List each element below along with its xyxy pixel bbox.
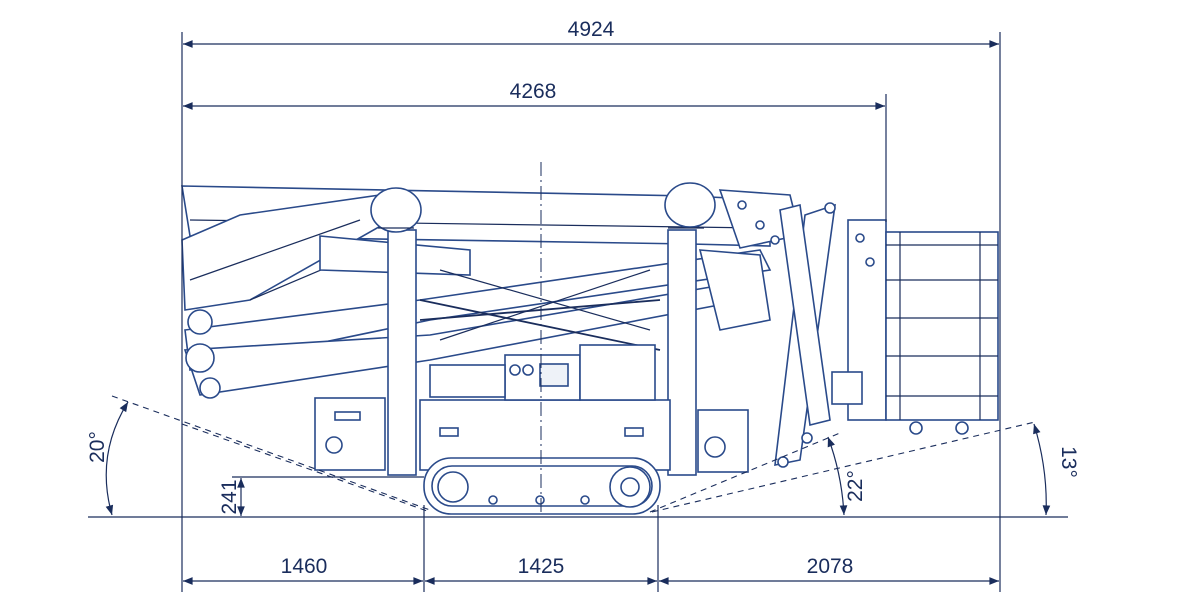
rear-departure-line bbox=[111, 395, 431, 511]
arc-front-approach bbox=[827, 436, 848, 516]
dimension-labels: 4924 4268 1460 1425 2078 241 20° 22° 13° bbox=[86, 18, 1080, 578]
label-basket-angle: 13° bbox=[1057, 446, 1080, 478]
arc-basket-angle bbox=[1033, 423, 1051, 516]
label-ground-clearance: 241 bbox=[218, 479, 241, 514]
upper-boom bbox=[181, 185, 771, 311]
label-front-approach-angle: 22° bbox=[844, 470, 867, 502]
basket bbox=[831, 219, 999, 435]
crawler-track bbox=[423, 457, 661, 515]
front-approach-line bbox=[649, 432, 841, 513]
dimension-lines bbox=[105, 40, 1051, 585]
label-overall-length: 4924 bbox=[568, 18, 615, 41]
lower-boom bbox=[183, 249, 772, 399]
scissor-braces bbox=[419, 249, 771, 351]
label-front-overhang: 2078 bbox=[807, 555, 854, 578]
arc-rear-departure bbox=[105, 401, 129, 516]
left-column bbox=[370, 187, 422, 476]
label-rear-overhang: 1460 bbox=[281, 555, 328, 578]
right-column bbox=[664, 182, 716, 476]
spider-lift-machine bbox=[181, 162, 999, 515]
label-track-length: 1425 bbox=[518, 555, 565, 578]
jib-arm bbox=[718, 189, 836, 468]
label-rear-departure-angle: 20° bbox=[86, 431, 109, 463]
ground-and-guides bbox=[88, 32, 1068, 592]
label-length-without-basket: 4268 bbox=[510, 80, 557, 103]
